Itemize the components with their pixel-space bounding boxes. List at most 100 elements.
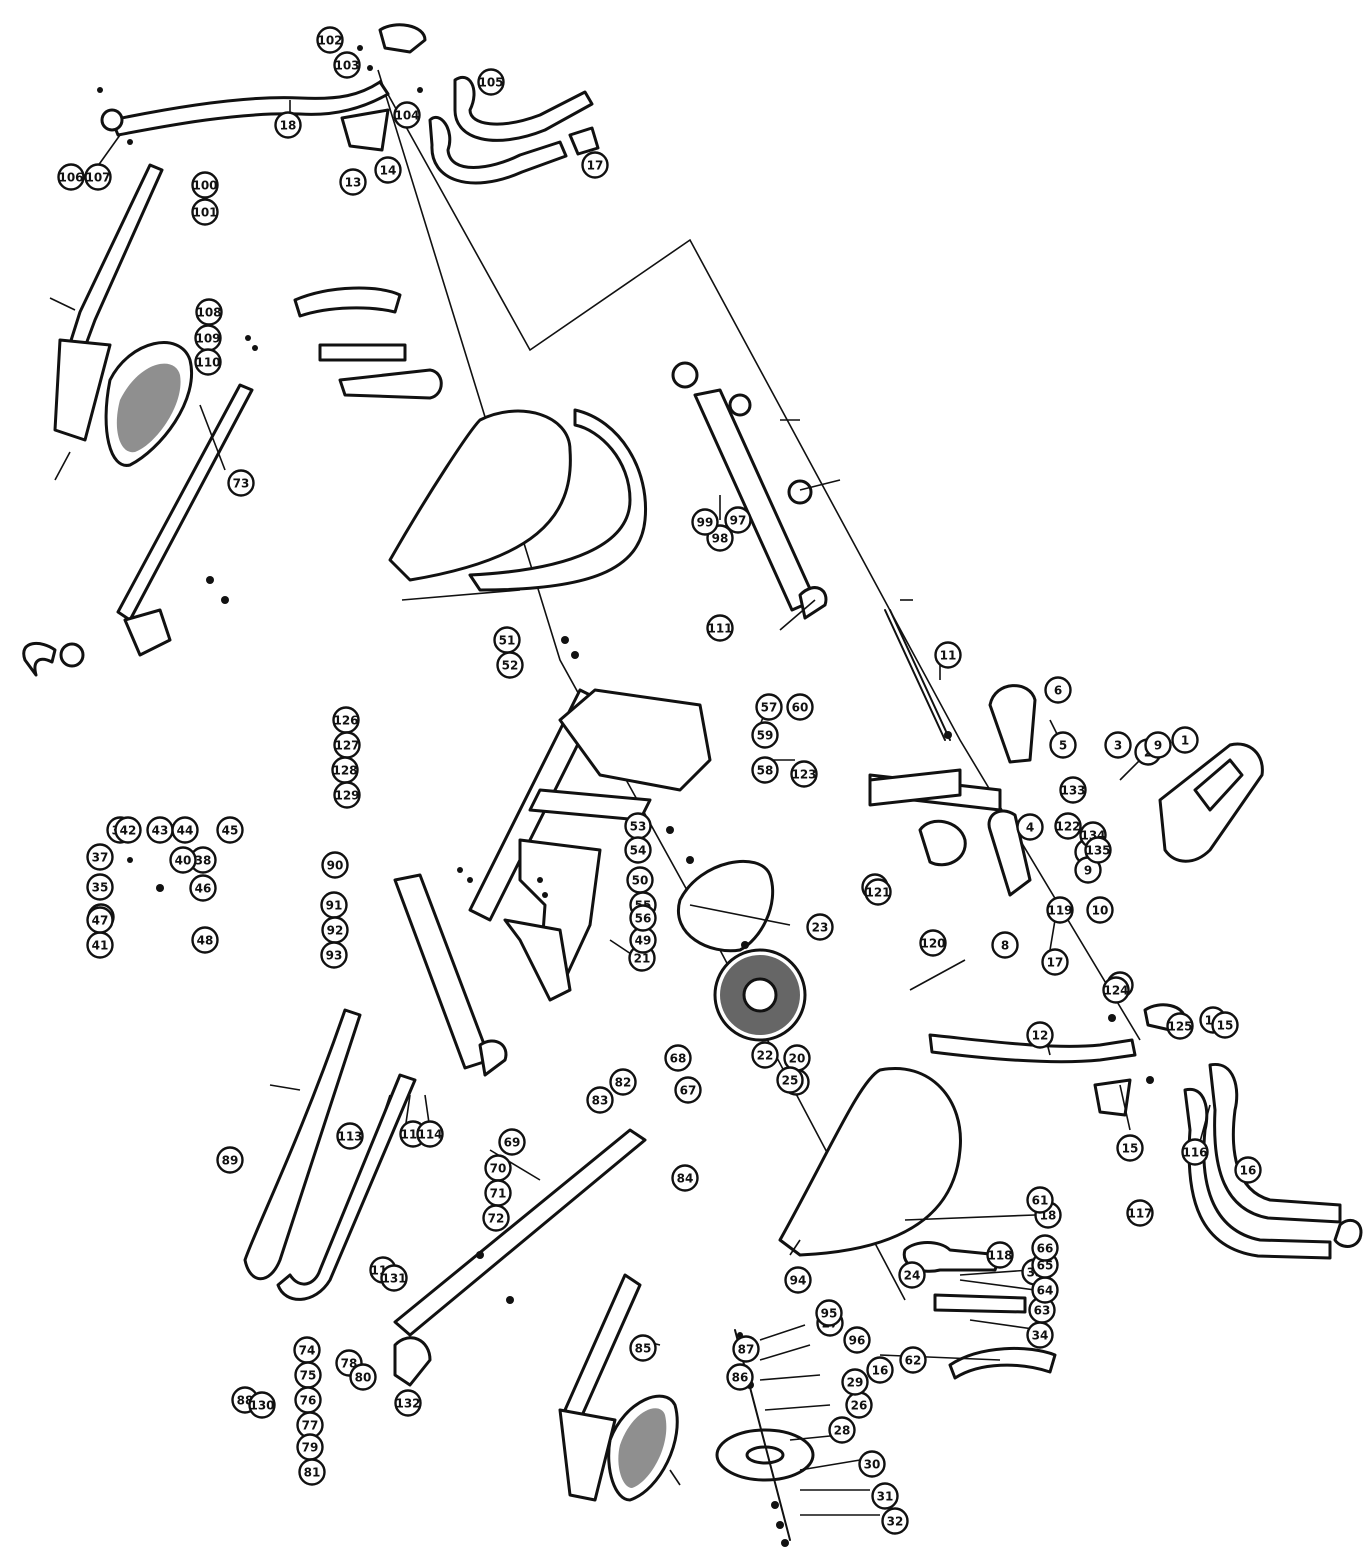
callout-circle [1084,836,1112,864]
callout-16: 16 [1234,1156,1262,1184]
callout-label: 40 [175,854,192,868]
callout-69: 69 [498,1128,526,1156]
callout-15: 15 [1211,1011,1239,1039]
callout-label: 101 [192,206,217,220]
callout-label: 128 [332,764,357,778]
callout-56: 56 [629,904,657,932]
callout-circle [482,1204,510,1232]
callout-46: 46 [189,874,217,902]
callout-14: 14 [374,156,402,184]
console-screen [1193,758,1244,812]
upright-bearing [728,393,752,417]
callout-label: 58 [757,764,774,778]
callout-circle [609,1068,637,1096]
callout-label: 123 [791,768,816,782]
callout-129: 129 [333,781,361,809]
upright-foot [798,586,828,620]
callout-81: 81 [298,1458,326,1486]
upright-bearing-2 [787,479,813,505]
callout-95: 95 [815,1299,843,1327]
callout-circle [1171,726,1199,754]
callout-label: 51 [499,634,516,648]
callout-circle [629,904,657,932]
callout-circle [1116,1134,1144,1162]
callout-label: 90 [327,859,344,873]
callout-label: 14 [380,164,397,178]
callout-92: 92 [321,916,349,944]
callout-23: 23 [806,913,834,941]
callout-circle [586,1086,614,1114]
callout-74: 74 [293,1336,321,1364]
callout-label: 46 [195,882,212,896]
callout-label: 31 [877,1490,894,1504]
callout-label: 73 [233,477,250,491]
callout-circle [84,163,112,191]
callout-105: 105 [477,68,505,96]
callout-circle [674,1076,702,1104]
callout-circle [1026,1186,1054,1214]
callout-label: 67 [680,1084,697,1098]
handlebar-lower-right-upper [1208,1063,1342,1224]
callout-label: 47 [92,914,109,928]
callout-label: 16 [872,1364,889,1378]
callout-circle [898,1261,926,1289]
lower-u-tube-2 [276,1073,417,1301]
callout-131: 131 [380,1264,408,1292]
callout-111: 111 [706,614,734,642]
shroud-upper-side [468,408,648,592]
callout-label: 6 [1054,684,1062,698]
callout-circle [349,1363,377,1391]
callout-circle [1041,948,1069,976]
callout-label: 84 [677,1172,694,1186]
flywheel-hub [742,977,778,1013]
callout-label: 15 [1217,1019,1234,1033]
callout-circle [86,843,114,871]
callout-110: 110 [194,348,222,376]
callout-label: 121 [865,886,890,900]
callout-26: 26 [845,1391,873,1419]
tension-rod-2 [889,609,951,741]
callout-circle [751,721,779,749]
handlebar-top-right-grip-upper [453,76,594,142]
callout-label: 114 [417,1128,442,1142]
callout-40: 40 [169,846,197,874]
callout-label: 13 [345,176,362,190]
callout-circle [790,760,818,788]
callout-circle [1086,896,1114,924]
callout-circle [496,651,524,679]
callout-label: 87 [738,1343,755,1357]
callout-circle [706,614,734,642]
tension-rod [884,609,946,741]
callout-label: 32 [887,1515,904,1529]
callout-34: 34 [1026,1321,1054,1349]
callout-circle [1181,1138,1209,1166]
right-footplate-tread [618,1408,667,1488]
callout-circle [664,1044,692,1072]
callout-circle [380,1264,408,1292]
callout-107: 107 [84,163,112,191]
callout-label: 97 [730,514,747,528]
callout-127: 127 [333,731,361,759]
callout-circle [864,878,892,906]
callout-102: 102 [316,26,344,54]
callout-label: 71 [490,1187,507,1201]
callout-label: 62 [905,1354,922,1368]
callout-64: 64 [1031,1276,1059,1304]
callout-67: 67 [674,1076,702,1104]
callout-circle [629,1334,657,1362]
callout-label: 96 [849,1334,866,1348]
callout-25: 25 [776,1066,804,1094]
callout-43: 43 [146,816,174,844]
callout-91: 91 [320,891,348,919]
callout-71: 71 [484,1179,512,1207]
callout-32: 32 [881,1507,909,1535]
callout-97: 97 [724,506,752,534]
callout-label: 98 [712,532,729,546]
callout-circle [881,1507,909,1535]
callout-121: 121 [864,878,892,906]
hardware-dots [97,45,1154,1547]
callout-113: 113 [336,1122,364,1150]
pedal-plate-top [293,286,402,318]
callout-9: 9 [1144,731,1172,759]
callout-label: 133 [1060,784,1085,798]
